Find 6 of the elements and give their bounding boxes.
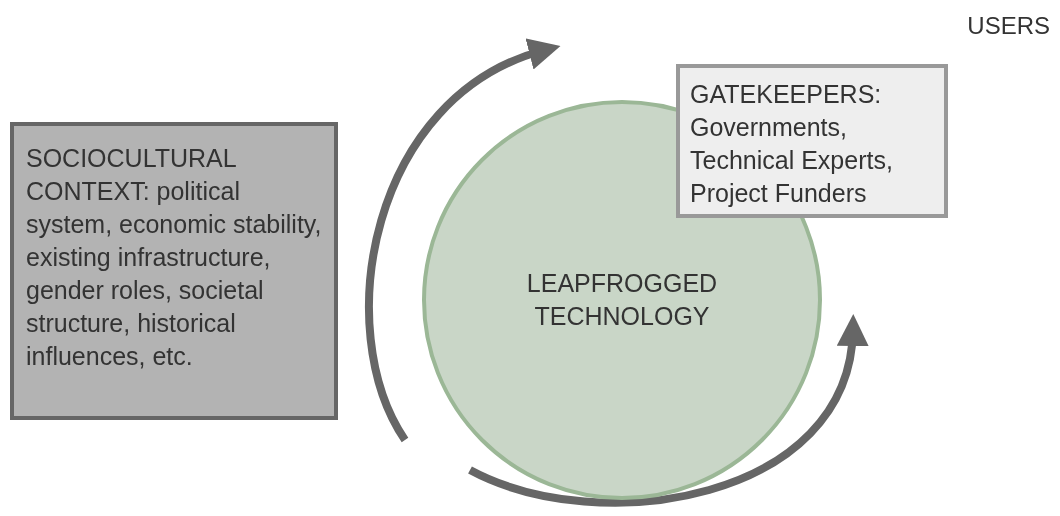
node-text: SOCIOCULTURAL CONTEXT: political system, economic stability, existing infrastructure, gender roles, societal structure, historical influences, etc. [26,143,322,372]
node-text: LEAPFROGGED TECHNOLOGY [525,268,719,332]
context-box [10,122,338,420]
node-text: GATEKEEPERS: Governments, Technical Experts, Project Funders [690,79,894,209]
group-label: USERS [967,12,1050,40]
gatekeepers-box [676,64,948,218]
